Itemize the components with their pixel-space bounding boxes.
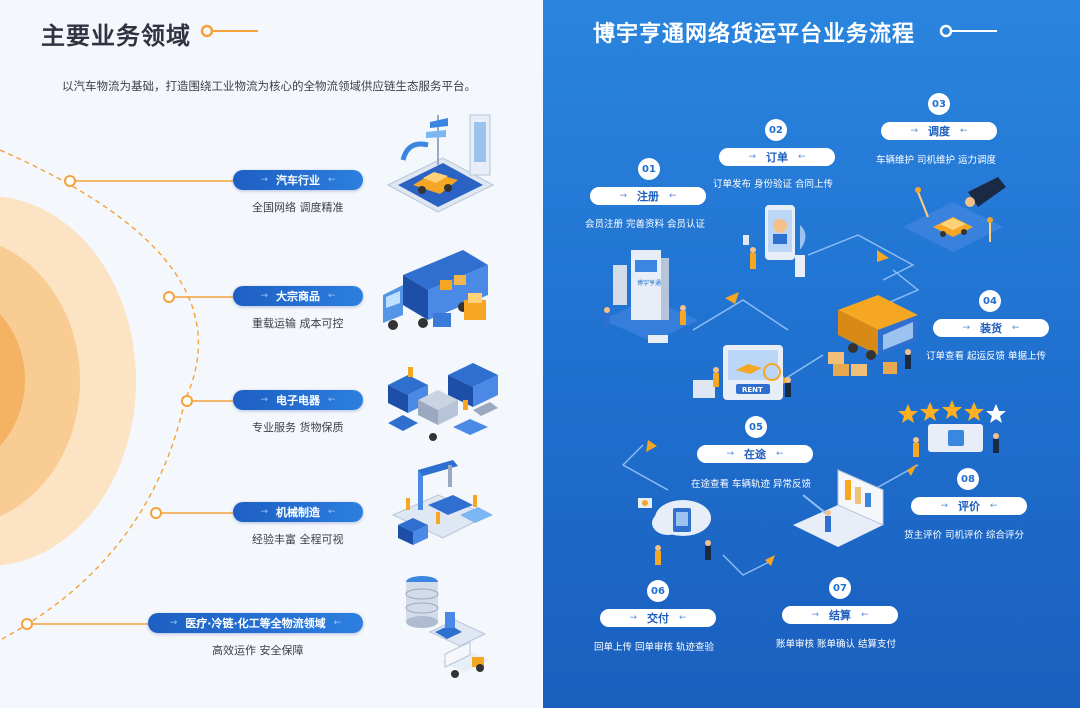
step-06-desc: 回单上传 回单审核 轨迹查验 [594, 642, 715, 653]
step-08-desc: 货主评价 司机评价 综合评分 [904, 530, 1025, 541]
category-all-logistics-label: 医疗·冷链·化工等全物流领域 [185, 617, 326, 630]
step-01-desc: 会员注册 完善资料 会员认证 [585, 219, 706, 230]
machinery-illustration [391, 460, 493, 545]
rent-text: RENT [742, 386, 763, 394]
business-areas-subtitle: 以汽车物流为基础，打造围绕工业物流为核心的全物流领域供应链生态服务平台。 [62, 79, 476, 93]
category-electronics-desc: 专业服务 货物保质 [252, 421, 344, 434]
step-02-desc: 订单发布 身份验证 合同上传 [713, 179, 834, 190]
category-bulk-commodities: →大宗商品← [233, 286, 363, 306]
step-07-desc: 账单审核 账单确认 结算支付 [776, 639, 897, 650]
category-machinery: →机械制造← [233, 502, 363, 522]
step-05-desc: 在途查看 车辆轨迹 异常反馈 [691, 479, 812, 490]
category-machinery-desc: 经验丰富 全程可视 [252, 533, 344, 546]
electronics-factory-illustration [388, 363, 498, 441]
category-bulk-label: 大宗商品 [276, 290, 320, 303]
business-areas-panel: 主要业务领域 以汽车物流为基础，打造围绕工业物流为核心的全物流领域供应链生态服务… [0, 22, 498, 678]
workflow-panel: 博宇亨通网络货运平台业务流程 01 →注册← 会员注册 完善资料 会员认证 [543, 0, 1080, 708]
category-automotive: →汽车行业← [233, 170, 363, 190]
step-06-delivery: →交付← [600, 609, 716, 627]
step-05-label: 在途 [744, 448, 766, 461]
step-04-label: 装货 [980, 322, 1002, 335]
step-06-number: 06 [647, 580, 669, 602]
title-decoration-icon [200, 24, 258, 38]
step-02-order: →订单← [719, 148, 835, 166]
step-05-number: 05 [745, 416, 767, 438]
registration-kiosk-illustration: 博宇亨通 [603, 250, 698, 343]
category-automotive-label: 汽车行业 [276, 174, 320, 187]
step-07-settlement: →结算← [782, 606, 898, 624]
cold-chain-illustration [405, 576, 490, 678]
step-01-label: 注册 [637, 190, 659, 203]
truck-loading-illustration [828, 295, 918, 376]
step-07-number: 07 [829, 577, 851, 599]
step-02-number: 02 [765, 119, 787, 141]
rating-stars-illustration [898, 400, 1006, 457]
dispatch-car-illustration [903, 177, 1006, 252]
phone-order-illustration [743, 205, 806, 277]
orbit-connectors [0, 149, 233, 641]
step-03-label: 调度 [928, 125, 950, 138]
category-all-logistics-desc: 高效运作 安全保障 [212, 644, 304, 657]
rent-screen-illustration: RENT [693, 345, 791, 400]
step-05-in-transit: →在途← [697, 445, 813, 463]
step-03-desc: 车辆维护 司机维护 运力调度 [876, 155, 997, 166]
business-areas-title: 主要业务领域 [41, 22, 191, 50]
step-08-number: 08 [957, 468, 979, 490]
step-01-register: →注册← [590, 187, 706, 205]
step-08-label: 评价 [958, 500, 980, 513]
star-outline-icon [986, 404, 1006, 423]
category-automotive-desc: 全国网络 调度精准 [252, 201, 344, 214]
step-03-number: 03 [928, 93, 950, 115]
workflow-title: 博宇亨通网络货运平台业务流程 [593, 22, 916, 47]
star-icon [942, 400, 962, 419]
car-tablet-illustration [386, 114, 495, 213]
kiosk-sign-text: 博宇亨通 [637, 279, 661, 287]
category-bulk-desc: 重载运输 成本可控 [252, 317, 344, 330]
star-icon [898, 404, 918, 423]
step-07-label: 结算 [829, 609, 851, 622]
step-04-loading: →装货← [933, 319, 1049, 337]
cloud-tracking-illustration [638, 498, 711, 565]
step-02-label: 订单 [766, 151, 788, 164]
laptop-settlement-illustration [793, 469, 884, 547]
category-machinery-label: 机械制造 [276, 506, 320, 519]
step-04-desc: 订单查看 起运反馈 单据上传 [926, 351, 1047, 362]
star-icon [964, 402, 984, 421]
category-all-logistics: →医疗·冷链·化工等全物流领域← [148, 613, 363, 633]
truck-illustration [383, 250, 488, 330]
step-04-number: 04 [979, 290, 1001, 312]
step-08-rating: →评价← [911, 497, 1027, 515]
step-03-dispatch: →调度← [881, 122, 997, 140]
step-01-number: 01 [638, 158, 660, 180]
star-icon [920, 402, 940, 421]
workflow-title-decoration-icon [939, 24, 997, 38]
workflow-path [621, 234, 920, 576]
category-electronics-label: 电子电器 [276, 394, 320, 407]
category-electronics: →电子电器← [233, 390, 363, 410]
step-06-label: 交付 [647, 612, 669, 625]
